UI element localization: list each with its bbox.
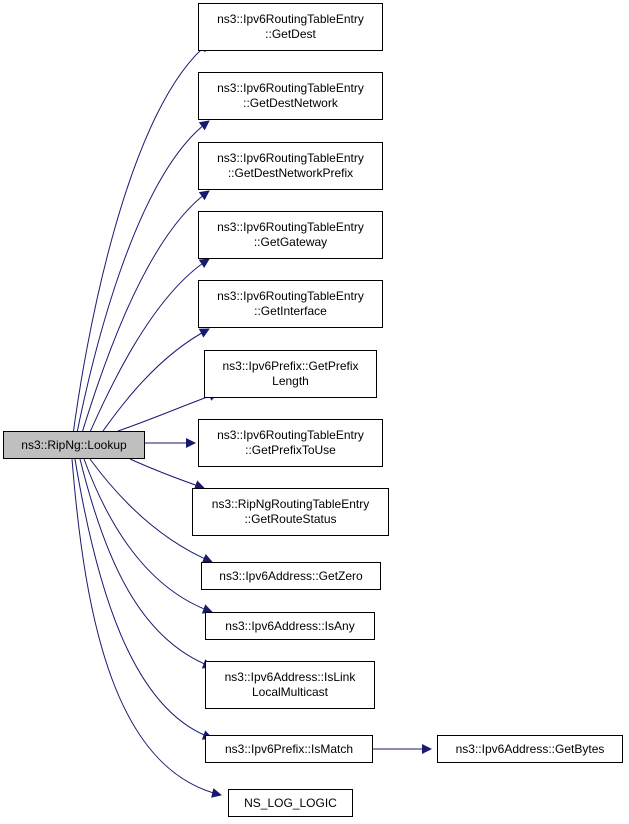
node-is-any[interactable]: ns3::Ipv6Address::IsAny (205, 612, 375, 640)
node-get-dest-network-line2: ::GetDestNetwork (243, 96, 338, 110)
node-get-prefix-length-line1: ns3::Ipv6Prefix::GetPrefix (222, 359, 359, 373)
edge-lookup-getdestnetwork (71, 120, 210, 460)
node-get-zero[interactable]: ns3::Ipv6Address::GetZero (201, 562, 381, 590)
node-is-match[interactable]: ns3::Ipv6Prefix::IsMatch (205, 735, 373, 763)
edge-lookup-getzero (89, 458, 213, 564)
node-get-prefix-to-use[interactable]: ns3::Ipv6RoutingTableEntry ::GetPrefixTo… (198, 419, 383, 467)
node-get-dest-network-line1: ns3::Ipv6RoutingTableEntry (217, 81, 364, 95)
node-get-route-status-line1: ns3::RipNgRoutingTableEntry (211, 497, 370, 511)
edge-lookup-ismatch (74, 458, 213, 740)
node-get-route-status[interactable]: ns3::RipNgRoutingTableEntry ::GetRouteSt… (192, 488, 389, 536)
node-get-dest[interactable]: ns3::Ipv6RoutingTableEntry ::GetDest (198, 3, 383, 51)
node-get-gateway[interactable]: ns3::Ipv6RoutingTableEntry ::GetGateway (198, 211, 383, 259)
edge-lookup-islinklocalmulticast (79, 458, 213, 669)
node-is-link-local-multicast[interactable]: ns3::Ipv6Address::IsLink LocalMulticast (205, 661, 375, 709)
node-ns-log-logic[interactable]: NS_LOG_LOGIC (228, 789, 353, 817)
node-get-prefix-to-use-line1: ns3::Ipv6RoutingTableEntry (217, 428, 364, 442)
node-get-dest-network-prefix-line1: ns3::Ipv6RoutingTableEntry (217, 151, 364, 165)
node-get-dest-network-prefix[interactable]: ns3::Ipv6RoutingTableEntry ::GetDestNetw… (198, 142, 383, 190)
node-get-dest-line1: ns3::Ipv6RoutingTableEntry (217, 12, 364, 26)
node-get-dest-network-prefix-line2: ::GetDestNetworkPrefix (227, 166, 354, 180)
node-get-bytes[interactable]: ns3::Ipv6Address::GetBytes (437, 735, 623, 763)
node-get-prefix-length[interactable]: ns3::Ipv6Prefix::GetPrefix Length (204, 350, 377, 398)
edge-lookup-nsloglogic (71, 458, 222, 798)
node-get-bytes-label: ns3::Ipv6Address::GetBytes (455, 741, 605, 756)
node-get-prefix-length-line2: Length (272, 374, 309, 388)
node-get-route-status-line2: ::GetRouteStatus (244, 512, 337, 526)
node-is-link-local-multicast-line1: ns3::Ipv6Address::IsLink (224, 670, 356, 684)
node-get-dest-network[interactable]: ns3::Ipv6RoutingTableEntry ::GetDestNetw… (198, 72, 383, 120)
node-ns-log-logic-label: NS_LOG_LOGIC (244, 795, 337, 810)
node-get-interface[interactable]: ns3::Ipv6RoutingTableEntry ::GetInterfac… (198, 280, 383, 328)
node-get-interface-line1: ns3::Ipv6RoutingTableEntry (217, 289, 364, 303)
node-get-dest-line2: ::GetDest (265, 27, 316, 41)
node-get-gateway-line2: ::GetGateway (253, 235, 328, 249)
node-is-link-local-multicast-line2: LocalMulticast (251, 685, 329, 699)
node-is-match-label: ns3::Ipv6Prefix::IsMatch (224, 741, 354, 756)
edge-lookup-getdest (69, 42, 210, 460)
edge-lookup-getgateway (77, 258, 210, 460)
node-lookup: ns3::RipNg::Lookup (3, 431, 145, 459)
node-get-zero-label: ns3::Ipv6Address::GetZero (219, 568, 363, 583)
edge-lookup-getdestnetworkprefix (73, 190, 210, 460)
edge-lookup-getroutestatus (129, 458, 205, 490)
node-get-interface-line2: ::GetInterface (254, 304, 327, 318)
node-get-gateway-line1: ns3::Ipv6RoutingTableEntry (217, 220, 364, 234)
node-get-prefix-to-use-line2: ::GetPrefixToUse (245, 443, 336, 457)
node-lookup-label: ns3::RipNg::Lookup (21, 437, 127, 452)
edge-lookup-isany (83, 458, 213, 614)
node-is-any-label: ns3::Ipv6Address::IsAny (225, 618, 355, 633)
